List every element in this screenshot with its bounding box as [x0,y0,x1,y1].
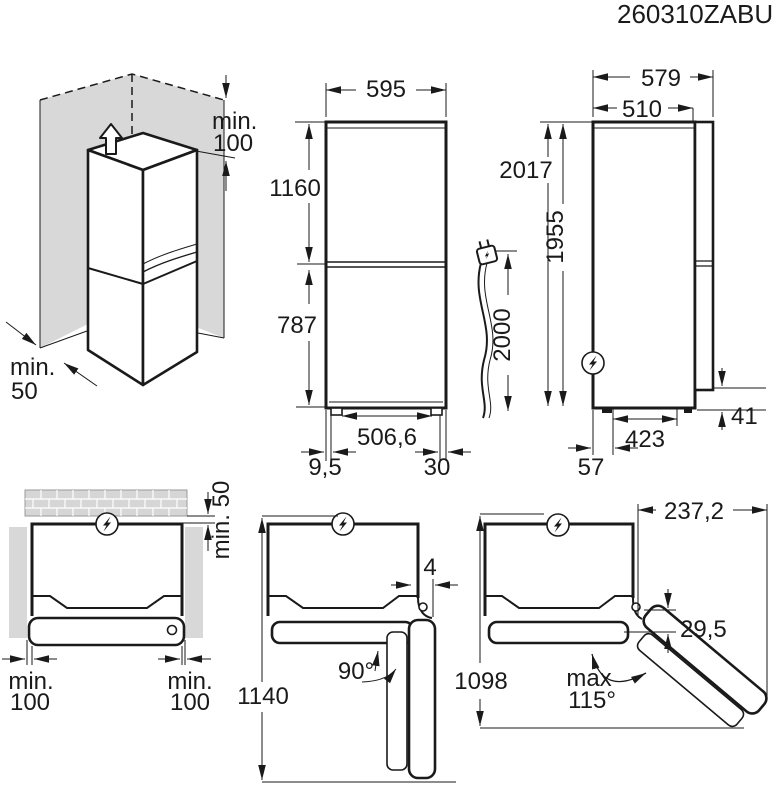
dim-angle-max-label: max [566,665,611,692]
hinge-detail [418,602,428,612]
up-arrow-icon [99,123,123,155]
door-handle-groove-2 [142,243,198,265]
lightning-bolt-icon [331,512,355,536]
dim-angle-max-value: 115° [568,687,616,714]
side-wall-right [185,527,203,638]
dim-cord-length: 2000 [489,308,516,361]
dim-foot-left: 9,5 [308,454,341,481]
side-wall-left [9,527,27,638]
front-contour [268,595,418,609]
dim-ref [195,150,236,159]
foot-left [330,407,343,416]
power-cord [477,262,488,419]
dim-left-clearance-value: 100 [10,689,50,716]
door-open-115 [642,604,768,715]
dim-open-depth: 1140 [237,683,289,710]
dim-side-clearance-label: min. [10,354,55,381]
dim-top-clearance-label: min. [212,108,257,135]
dim-door-projection: 237,2 [664,498,724,525]
door-handle-groove [142,251,198,273]
lightning-bolt-icon [581,351,605,375]
front-frame [487,620,630,645]
hinge-link [632,597,643,620]
dim-height-total: 2017 [499,157,552,184]
lightning-bolt-icon [546,513,570,537]
door-open-90 [407,618,437,780]
dim-arrow [5,321,37,346]
power-plug-icon [475,239,499,266]
dim-depth-body: 510 [622,96,662,123]
dim-door-gap: 4 [423,554,436,581]
corner-installation-view: min. 100 min. 50 [5,73,257,405]
side-view: 579 510 2017 1955 2000 [475,65,766,481]
power-cord-inner [484,262,494,419]
foot-mark [602,408,612,413]
fridge-top-outline [266,522,420,616]
dim-open-depth: 1098 [454,668,507,695]
dim-right-clearance-label: min. [167,668,212,695]
dim-left-clearance-label: min. [8,668,53,695]
angle-arrow [372,650,380,672]
door-split-left [87,267,144,285]
drawing-number: 260310ZABU [617,0,772,29]
top-view-wall: min. 50 min. 100 min. 100 [2,481,235,716]
dim-feet-span: 506,6 [357,424,417,451]
dim-upper-height: 1160 [269,175,321,202]
top-view-door-90: 4 90° 1140 [237,512,458,783]
dim-lower-height: 787 [277,312,317,339]
lightning-bolt-icon [95,512,119,536]
dim-side-clearance-value: 50 [11,378,38,405]
wall-bottom-right [197,332,225,339]
door-split-right [142,260,198,285]
dim-rear-offset: 57 [578,454,605,481]
foot-mark [684,408,692,413]
fridge-top-outline [30,522,184,616]
hinge-detail [631,602,641,612]
angle-arc [591,653,647,684]
fridge-right-face [141,148,199,387]
dim-foot-right: 30 [424,454,451,481]
foot-right [430,407,443,416]
wall-bottom-left [39,330,88,349]
front-contour [485,595,633,609]
door-liner [636,632,745,728]
top-view-door-115: 237,2 29,5 max 115° 1098 [454,498,768,729]
dim-height-body: 1955 [542,210,569,263]
door-liner [386,631,408,771]
hinge-detail [166,624,178,636]
fridge-side-door [693,120,715,392]
fridge-front-outline [324,120,448,410]
dim-hinge-offset: 29,5 [680,616,727,643]
front-contour [32,595,182,609]
hinge-link [417,597,433,619]
fridge-side-body [591,120,697,410]
dim-arrow [63,362,98,387]
fridge-left-face [86,148,145,387]
door-open-115-group [636,604,768,728]
dim-depth-total: 579 [641,65,681,92]
fridge-top-outline [483,522,635,616]
dim-base-depth: 423 [625,426,665,453]
brick-wall [24,489,188,517]
dim-door-angle: 90° [338,658,374,685]
dim-top-clearance-value: 100 [213,130,253,157]
brick-joints [25,490,187,516]
angle-arc [361,668,397,684]
front-view: 595 1160 787 506,6 9,5 30 [269,76,471,481]
dim-right-clearance-value: 100 [170,689,210,716]
dim-rear-clearance: min. 50 [208,481,235,560]
dim-plinth-height: 41 [731,403,758,430]
dim-width: 595 [366,76,406,103]
door-top-view [27,616,186,647]
